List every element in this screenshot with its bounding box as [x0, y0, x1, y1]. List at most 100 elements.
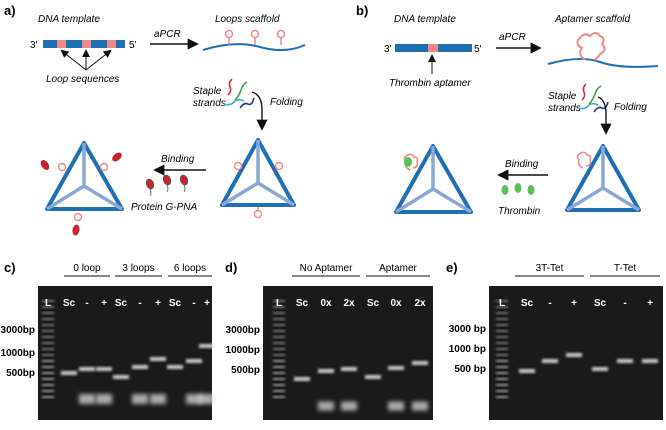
gel-lane-label: 2x [414, 298, 426, 309]
gel-lane-label: - [138, 298, 141, 309]
ladder-band [273, 336, 285, 338]
panel-a-folding-label: Folding [270, 97, 303, 108]
gel-band [642, 359, 658, 363]
gel-band [186, 394, 202, 404]
gel-marker-label: 1000bp [226, 345, 260, 356]
ladder-band [273, 312, 285, 314]
ladder-band [273, 300, 285, 302]
ladder-band [496, 330, 508, 332]
panel-a-loops-scaffold [202, 29, 306, 51]
gel-band [388, 366, 404, 370]
panel-b-folded-tetrahedron [565, 144, 641, 212]
ladder-band [496, 396, 508, 398]
gel-band [96, 367, 112, 371]
gel-band [365, 375, 381, 379]
gel-band [167, 365, 183, 369]
gel-band [318, 369, 334, 373]
ladder-band [273, 360, 285, 362]
panel-a-apcr-label: aPCR [154, 29, 181, 40]
gel-band [186, 359, 202, 363]
panel-b-3prime: 3' [384, 44, 392, 55]
ladder-band [42, 318, 54, 320]
gel-lane-label: - [192, 298, 195, 309]
gel-lane-label: + [155, 298, 161, 309]
ladder-band [42, 330, 54, 332]
gel-group-label: 0 loop [73, 263, 101, 274]
ladder-band [496, 372, 508, 374]
gel-band [294, 377, 310, 381]
ladder-band [42, 366, 54, 368]
panel-a-dna-template-label: DNA template [38, 14, 100, 25]
gel-lane-label: Sc [367, 298, 380, 309]
gel-marker-label: 3000 bp [449, 324, 486, 335]
gel-lane-label: Sc [594, 298, 607, 309]
panel-c-gel [38, 286, 212, 420]
panel-a-binding-label: Binding [161, 154, 195, 165]
panel-a-5prime: 5' [129, 40, 137, 51]
gel-band [542, 359, 558, 363]
gel-marker-label: 500 bp [454, 364, 486, 375]
panel-b-apcr-label: aPCR [499, 32, 526, 43]
panel-a-folded-tetrahedron [220, 138, 296, 219]
ladder-band [42, 372, 54, 374]
ladder-band [42, 378, 54, 380]
gel-lane-label: + [101, 298, 107, 309]
panel-a-loop-sequences-label: Loop sequences [46, 74, 119, 85]
ladder-band [496, 324, 508, 326]
panel-a-strands-label: strands [193, 98, 226, 109]
ladder-band [496, 312, 508, 314]
panel-a-loops-scaffold-label: Loops scaffold [215, 14, 280, 25]
panel-b-letter: b) [356, 3, 368, 18]
gel-band [96, 394, 112, 404]
panel-a-protein-g-pna [145, 174, 189, 197]
gel-band [341, 401, 357, 411]
ladder-band [273, 396, 285, 398]
gel-marker-label: 1000 bp [449, 344, 486, 355]
gel-group-label: 3T-Tet [536, 263, 564, 274]
gel-marker-label: 500bp [6, 368, 35, 379]
ladder-band [496, 300, 508, 302]
gel-lane-label: + [204, 298, 210, 309]
panel-a-loop-pointer-arrows [60, 49, 112, 71]
ladder-band [42, 384, 54, 386]
ladder-band [42, 396, 54, 398]
panel-b-bound-tetrahedron [394, 144, 473, 214]
ladder-band [496, 384, 508, 386]
gel-lane-label: Sc [169, 298, 182, 309]
gel-lane-label: L [45, 298, 51, 309]
ladder-band [496, 360, 508, 362]
ladder-band [273, 372, 285, 374]
gel-lane-label: 0x [320, 298, 332, 309]
ladder-band [273, 306, 285, 308]
ladder-band [496, 342, 508, 344]
ladder-band [42, 342, 54, 344]
ladder-band [42, 390, 54, 392]
ladder-band [273, 384, 285, 386]
gel-lane-label: - [85, 298, 88, 309]
gel-marker-label: 3000bp [1, 325, 35, 336]
gel-band [617, 359, 633, 363]
ladder-band [42, 348, 54, 350]
panel-b-binding-label: Binding [505, 159, 539, 170]
panel-a-bound-tetrahedron [40, 141, 124, 236]
gel-lane-label: Sc [115, 298, 128, 309]
ladder-band [273, 378, 285, 380]
gel-lane-label: Sc [63, 298, 76, 309]
panel-b-folding-arrow [597, 96, 612, 135]
gel-lane-label: L [276, 298, 282, 309]
panel-b-thrombin-aptamer-label: Thrombin aptamer [389, 78, 471, 89]
panel-b-aptamer-scaffold-label: Aptamer scaffold [554, 14, 630, 25]
gel-band [199, 394, 215, 404]
gel-band [341, 367, 357, 371]
gel-marker-label: 3000bp [226, 325, 260, 336]
ladder-band [496, 336, 508, 338]
ladder-band [273, 366, 285, 368]
gel-group-label: No Aptamer [300, 263, 353, 274]
ladder-band [42, 306, 54, 308]
ladder-band [273, 354, 285, 356]
panel-b-staple-label: Staple [548, 91, 577, 102]
panel-b-thrombin-molecules [501, 183, 535, 195]
gel-lane-label: - [548, 298, 551, 309]
